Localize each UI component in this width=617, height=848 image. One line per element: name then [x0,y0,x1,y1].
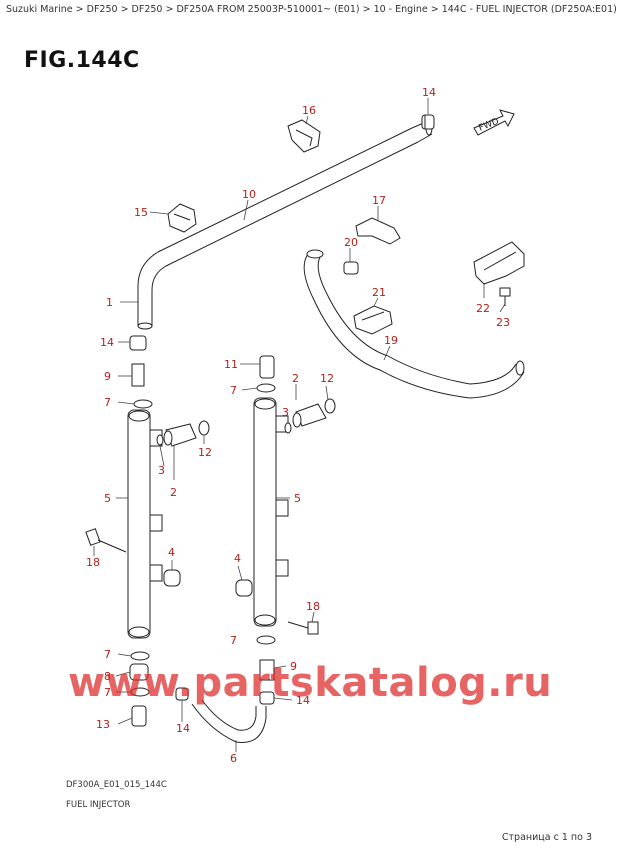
part-15-clamp[interactable] [167,203,197,233]
part-16-clamp[interactable] [287,119,321,153]
part-6-hose[interactable] [191,699,267,743]
diagram-subtitle: FUEL INJECTOR [66,800,131,810]
part-18-bolt-left[interactable] [85,528,127,553]
callout-20[interactable]: 20 [344,236,358,249]
callout-23[interactable]: 23 [496,316,510,329]
callout-19[interactable]: 19 [384,334,398,347]
part-19-hose[interactable] [303,249,525,399]
part-3-oring-left[interactable] [156,434,164,446]
callout-4-left[interactable]: 4 [168,546,175,559]
callout-14-top[interactable]: 14 [422,86,436,99]
part-13-plug[interactable] [131,705,147,727]
part-22-cover[interactable] [473,241,525,285]
figure-title: FIG.144C [24,48,140,73]
callout-2-right[interactable]: 2 [292,372,299,385]
callout-12-right[interactable]: 12 [320,372,334,385]
part-5-fuel-rail-right[interactable] [253,397,289,627]
part-23-bolt[interactable] [499,287,511,306]
part-14-clip-top[interactable] [421,114,435,130]
callout-9-bottom[interactable]: 9 [290,660,297,673]
callout-5-left[interactable]: 5 [104,492,111,505]
callout-18-right[interactable]: 18 [306,600,320,613]
breadcrumb[interactable]: Suzuki Marine > DF250 > DF250 > DF250A F… [6,4,617,15]
part-14-clip-left[interactable] [129,335,147,351]
part-21-holder[interactable] [353,305,393,335]
callout-7-e[interactable]: 7 [230,634,237,647]
callout-14-right[interactable]: 14 [296,694,310,707]
part-20-clip[interactable] [343,261,359,275]
callout-14-left[interactable]: 14 [100,336,114,349]
part-4-grommet-left[interactable] [163,569,181,587]
page-indicator: Страница с 1 по 3 [501,832,592,843]
callout-2-left[interactable]: 2 [170,486,177,499]
part-7-washer-d[interactable] [256,635,276,645]
callout-12-left[interactable]: 12 [198,446,212,459]
part-18-bolt-right[interactable] [287,621,319,635]
watermark-text: www.partskatalog.ru [68,660,553,706]
callout-1[interactable]: 1 [106,296,113,309]
callout-10[interactable]: 10 [242,188,256,201]
callout-9-top[interactable]: 9 [104,370,111,383]
part-3-oring-right[interactable] [284,422,292,434]
diagram-code: DF300A_E01_015_144C [66,780,167,790]
callout-6[interactable]: 6 [230,752,237,765]
part-12-seal-right[interactable] [324,398,336,414]
part-7-washer-c[interactable] [130,651,150,661]
part-11-plug[interactable] [259,355,275,379]
callout-4-right[interactable]: 4 [234,552,241,565]
part-7-washer-b[interactable] [256,383,276,393]
part-4-grommet-right[interactable] [235,579,253,597]
callout-7-d[interactable]: 7 [104,686,111,699]
callout-7-c[interactable]: 7 [104,648,111,661]
callout-11[interactable]: 11 [224,358,238,371]
part-12-seal-left[interactable] [198,420,210,436]
callout-8[interactable]: 8 [104,670,111,683]
callout-14-bottom[interactable]: 14 [176,722,190,735]
part-9-union-bottom[interactable] [259,659,275,681]
part-2-injector-right[interactable] [292,403,327,428]
fwd-label: FWD [477,117,500,134]
callout-13[interactable]: 13 [96,718,110,731]
part-5-fuel-rail-left[interactable] [127,409,163,639]
parts-diagram: FWD [85,86,525,765]
fwd-arrow-icon: FWD [473,109,515,136]
part-7-washer-a[interactable] [133,399,153,409]
part-17-bracket[interactable] [355,217,401,245]
callout-3-right[interactable]: 3 [282,406,289,419]
callout-7-b[interactable]: 7 [230,384,237,397]
callout-3-left[interactable]: 3 [158,464,165,477]
callout-21[interactable]: 21 [372,286,386,299]
part-9-union-top[interactable] [131,363,145,387]
callout-15[interactable]: 15 [134,206,148,219]
callout-22[interactable]: 22 [476,302,490,315]
callout-18-left[interactable]: 18 [86,556,100,569]
callout-7-a[interactable]: 7 [104,396,111,409]
callout-17[interactable]: 17 [372,194,386,207]
callout-16[interactable]: 16 [302,104,316,117]
callout-5-right[interactable]: 5 [294,492,301,505]
part-2-injector-left[interactable] [163,423,197,447]
